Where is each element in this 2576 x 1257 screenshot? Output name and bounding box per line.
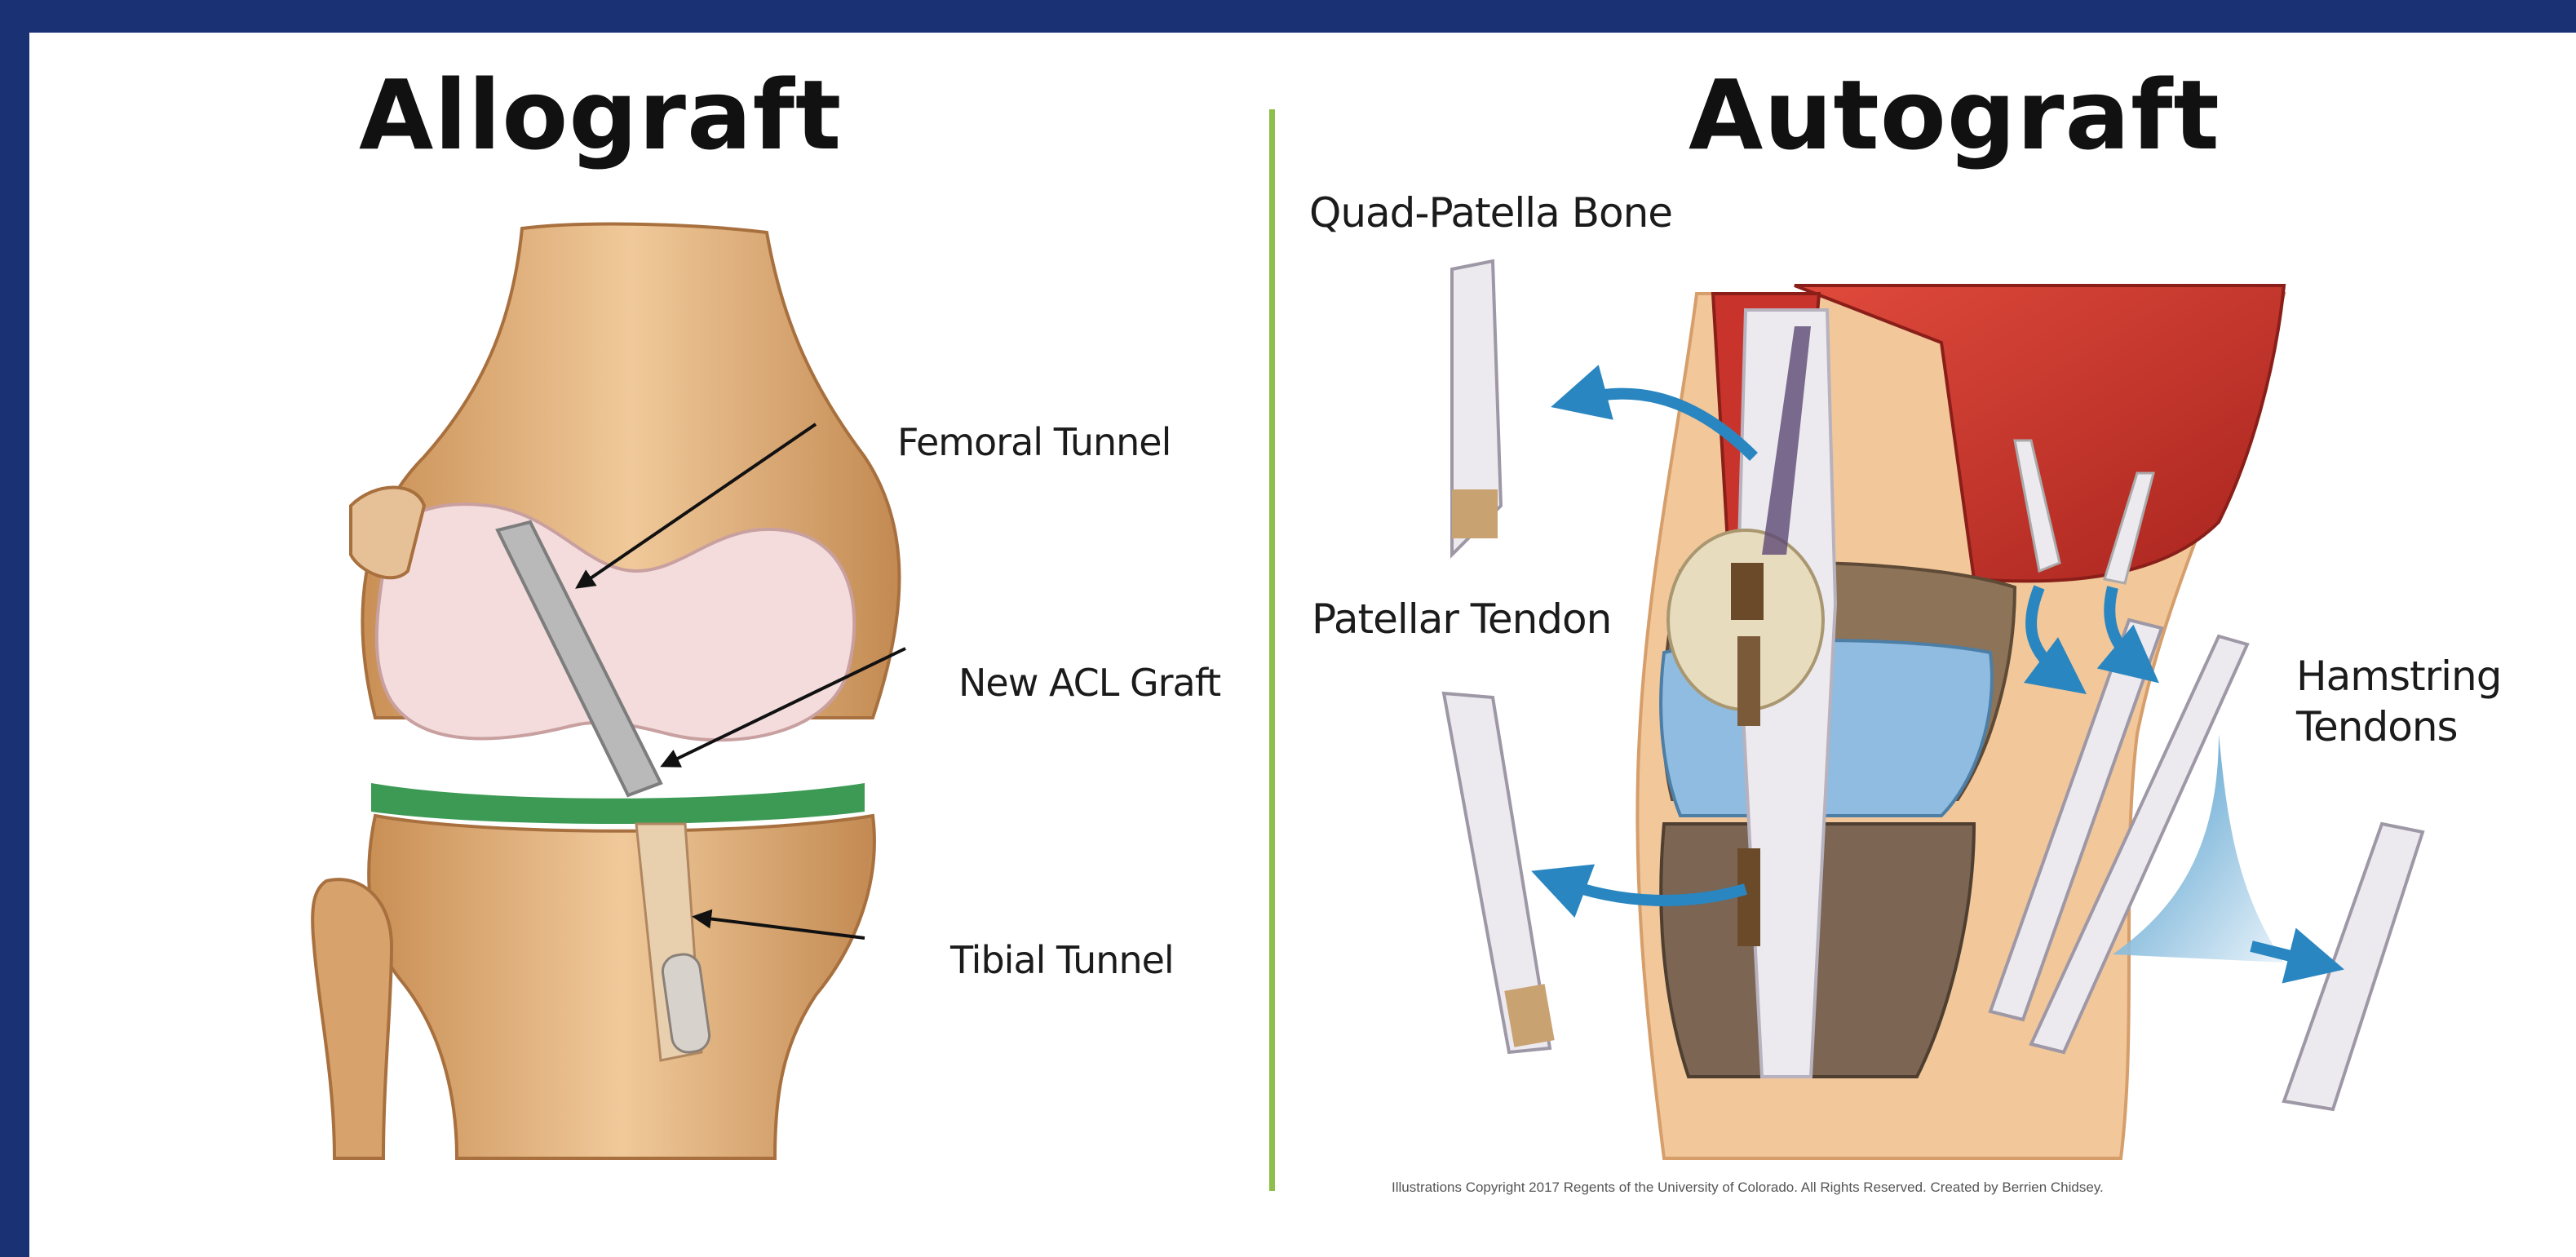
quad-patella-graft	[1452, 261, 1501, 555]
harvest-site-mid	[1737, 636, 1760, 726]
fibula-bone	[312, 879, 392, 1158]
panel-divider	[1269, 109, 1275, 1191]
hamstring-label-line2: Tendons	[2296, 703, 2458, 750]
allograft-title: Allograft	[359, 59, 842, 171]
harvest-site-top	[1731, 563, 1764, 620]
meniscus	[371, 783, 865, 824]
copyright-note: Illustrations Copyright 2017 Regents of …	[1392, 1180, 2104, 1196]
patellar-tendon-graft	[1444, 693, 1555, 1052]
autograft-title: Autograft	[1689, 59, 2220, 171]
tibial-tunnel-label: Tibial Tunnel	[950, 938, 1174, 982]
autograft-knee-illustration	[1444, 261, 2423, 1158]
harvest-site-bottom	[1737, 848, 1760, 946]
hamstring-label-line1: Hamstring	[2296, 653, 2501, 700]
patellar-tendon-label: Patellar Tendon	[1312, 595, 1611, 643]
new-acl-graft-label: New ACL Graft	[958, 661, 1220, 705]
femoral-tunnel-label: Femoral Tunnel	[897, 420, 1171, 464]
prepared-hamstring-graft	[2284, 824, 2423, 1109]
tibia-bone	[369, 816, 874, 1158]
quad-patella-bone-label: Quad-Patella Bone	[1309, 189, 1672, 237]
allograft-knee-illustration	[312, 224, 905, 1158]
